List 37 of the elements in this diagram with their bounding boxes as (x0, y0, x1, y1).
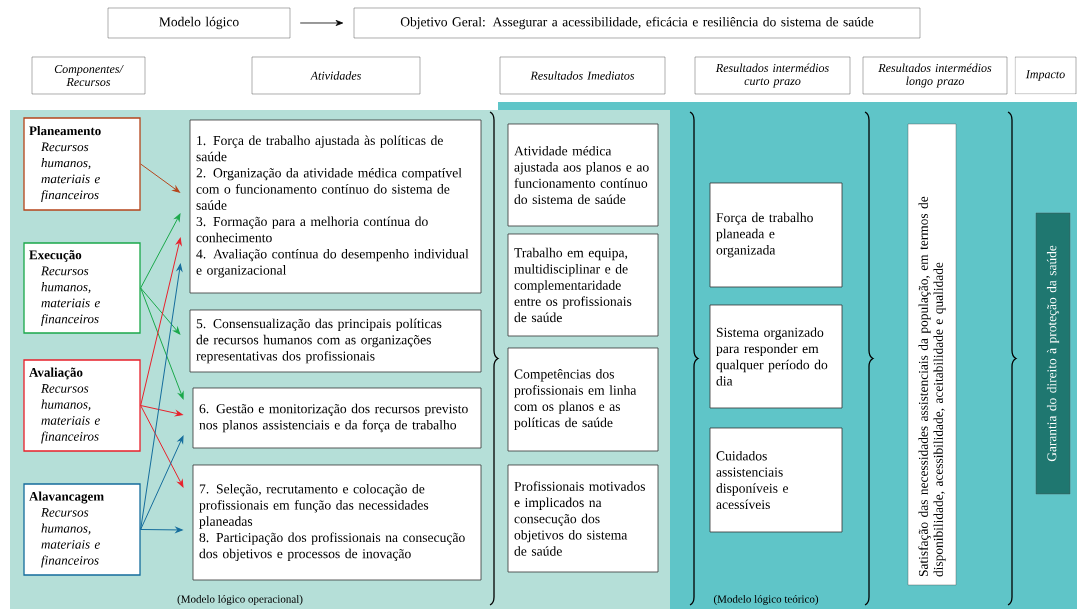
text-box: Profissionais motivados e implicados na consecução dos objetivos do sistema de saúde (507, 464, 659, 573)
text-box: Atividade médica ajustada aos planos e ao funcionamento contínuo do sistema de saúde (507, 123, 659, 227)
title-box: Modelo lógico (107, 7, 291, 39)
caption: (Modelo lógico teórico) (713, 595, 819, 605)
impact-box: Garantia do direito à proteção da saúde (1035, 212, 1071, 495)
arrow (140, 435, 184, 530)
component-box: Alavancagem Recursos humanos, materiais e financeiros (23, 483, 141, 576)
arrow (140, 527, 183, 533)
arrow (140, 287, 184, 400)
arrow (140, 405, 184, 488)
component-box: Planeamento Recursos humanos, materiais e financeiros (23, 117, 141, 211)
arrow (140, 263, 183, 530)
column-header: Resultados intermédios curto prazo (694, 56, 851, 95)
component-box: Execução Recursos humanos, materiais e financeiros (23, 242, 141, 334)
component-box: Avaliação Recursos humanos, materiais e financeiros (23, 359, 141, 452)
text-box: Cuidados assistenciais disponíveis e acessíveis (709, 427, 843, 533)
text-box: Competências dos profissionais em linha com os planos e as políticas de saúde (507, 347, 659, 452)
column-header: Resultados intermédios longo prazo (862, 56, 1008, 95)
text-box: 1. Força de trabalho ajustada às políticas de saúde 2. Organização da atividade médica compatível com o funcionamento contínuo do sistema de saúde 3. Formação para a melhoria contínua do conhecimento 4. Avaliação contínua do desempenho individual e organizacional (189, 119, 482, 294)
column-header: Componentes/ Recursos (31, 56, 146, 95)
text-box: 6. Gestão e monitorização dos recursos previsto nos planos assistenciais e da força de trabalho (192, 387, 482, 449)
arrow (140, 163, 180, 193)
arrow (140, 287, 181, 335)
column-header: Atividades (251, 56, 421, 95)
text-box: 5. Consensualização das principais políticas de recursos humanos com as organizações representativas dos profissionais (189, 309, 482, 373)
text-box: Sistema organizado para responder em qualquer período do dia (709, 304, 843, 409)
text-box: Força de trabalho planeada e organizada (709, 182, 843, 288)
column-header: Impacto (1014, 56, 1077, 95)
arrow (140, 213, 181, 289)
caption: (Modelo lógico operacional) (177, 595, 303, 605)
arrow (299, 20, 344, 26)
arrow (140, 237, 182, 406)
arrow (140, 405, 183, 417)
text-box: Trabalho em equipa, multidisciplinar e de complementaridade entre os profissionais de saúde (507, 233, 659, 337)
column-header: Resultados Imediatos (499, 56, 666, 95)
title-box: Objetivo Geral: Assegurar a acessibilidade, eficácia e resiliência do sistema de saúde (353, 7, 921, 39)
text-box: 7. Seleção, recrutamento e colocação de profissionais em função das necessidades planeadas 8. Participação dos profissionais na consecução dos objetivos e processos de inovação (192, 464, 482, 581)
